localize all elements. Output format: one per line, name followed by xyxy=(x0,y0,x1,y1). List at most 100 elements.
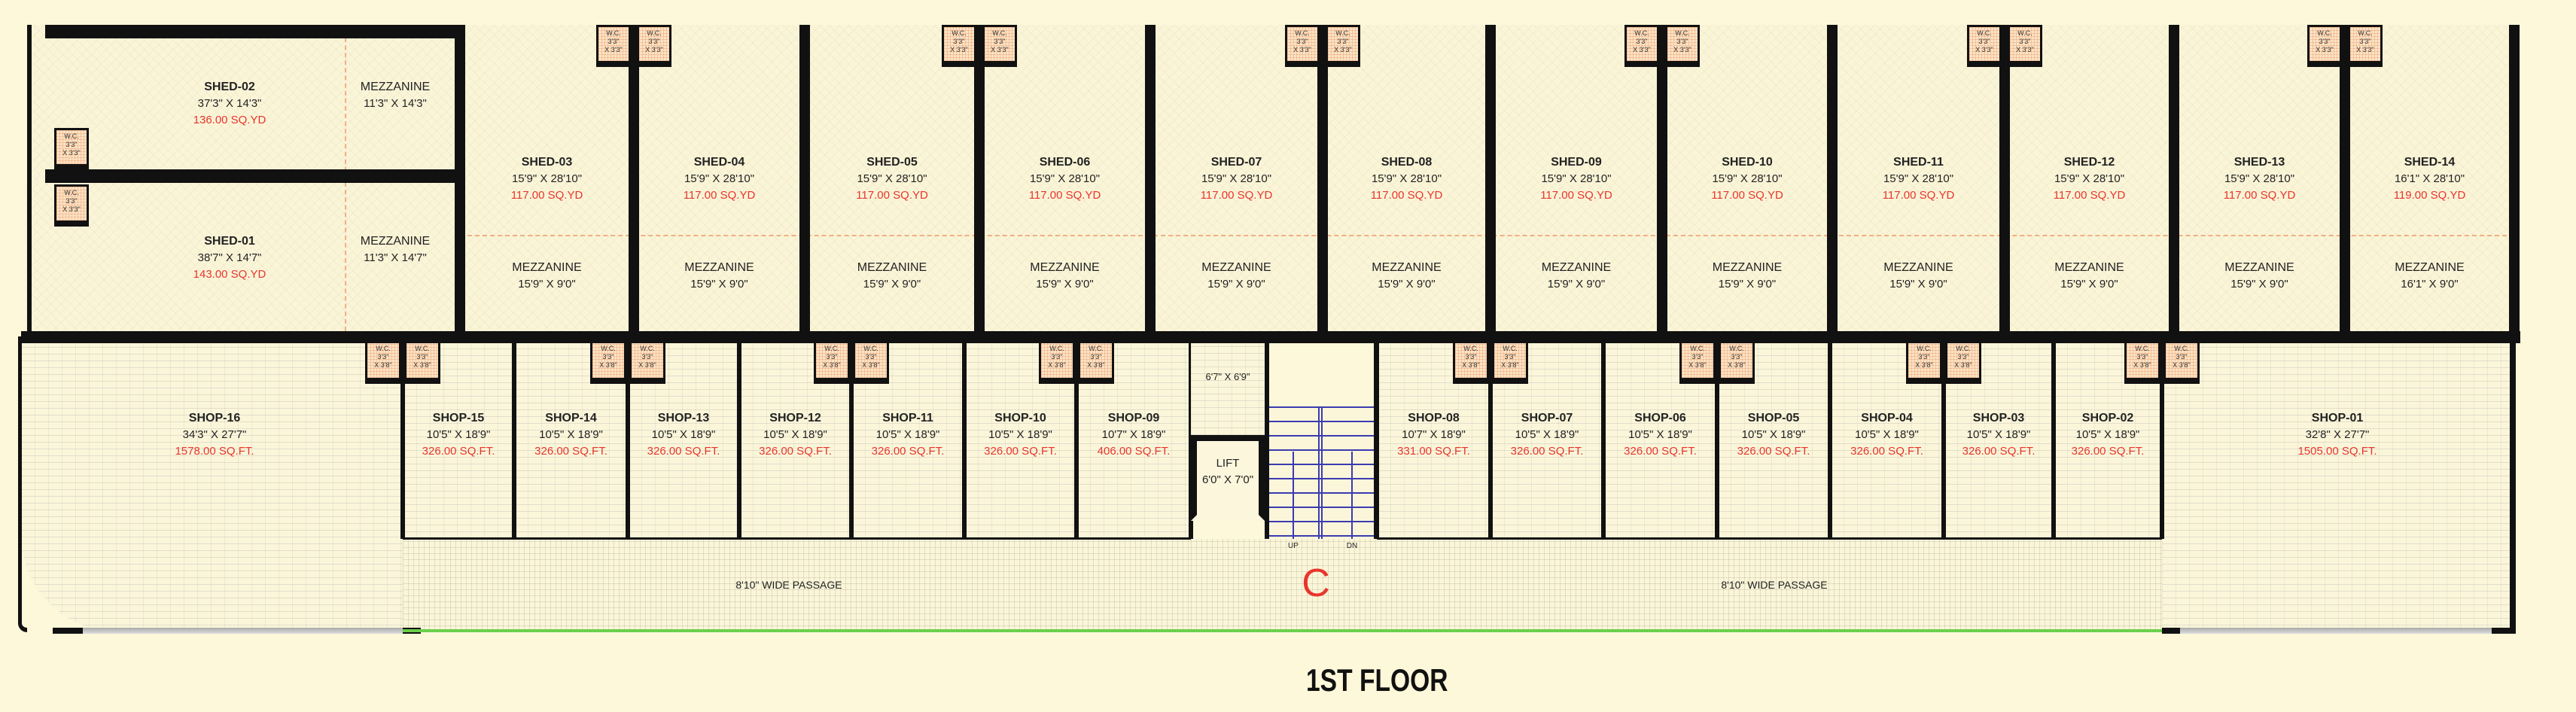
wc-w: 3'3" xyxy=(1465,353,1477,361)
shed-02[interactable] xyxy=(30,25,460,175)
shed-9[interactable] xyxy=(1490,25,1662,336)
room-area: 117.00 SQ.YD xyxy=(1882,189,1955,202)
room-dims: 15'9" X 28'10" xyxy=(857,172,927,185)
room-name: SHOP-06 xyxy=(1634,412,1686,424)
wc-label: W.C. xyxy=(606,29,621,37)
shop-01[interactable] xyxy=(2162,336,2514,632)
room-name: SHOP-07 xyxy=(1521,412,1573,424)
shop-01-entrance-post2 xyxy=(2492,628,2516,634)
wc-w: 3'3" xyxy=(1957,353,1969,361)
room-dims: 10'5" X 18'9" xyxy=(539,428,603,441)
wall-shop-12 xyxy=(1828,336,1832,539)
shop-01-entrance xyxy=(2162,628,2514,634)
wc-w: 3'3" xyxy=(648,38,660,45)
wc-w: 3'3" xyxy=(994,38,1006,45)
lift[interactable] xyxy=(1191,435,1265,521)
mezz-label: MEZZANINE xyxy=(2224,261,2294,274)
shed-8[interactable] xyxy=(1323,25,1490,336)
shed-13[interactable] xyxy=(2174,25,2345,336)
room-name: SHOP-03 xyxy=(1972,412,2025,424)
shed-5[interactable] xyxy=(805,25,979,336)
room-area: 326.00 SQ.FT. xyxy=(871,445,945,458)
wc-label: W.C. xyxy=(1634,29,1649,37)
shop-06[interactable] xyxy=(1603,336,1717,539)
wc-h: X 3'8" xyxy=(413,361,431,369)
wall-shed-2 xyxy=(799,25,810,336)
room-dims: 10'5" X 18'9" xyxy=(2075,428,2140,441)
wc-w: 3'3" xyxy=(416,353,428,361)
wc-label: W.C. xyxy=(2174,345,2189,352)
room-dims: 16'1" X 28'10" xyxy=(2394,172,2465,185)
wc-w: 3'3" xyxy=(1918,353,1930,361)
shop-10[interactable] xyxy=(964,336,1076,539)
shop-16[interactable] xyxy=(21,336,403,632)
shed-7[interactable] xyxy=(1150,25,1323,336)
mezz-dims: 15'9" X 9'0" xyxy=(690,278,748,291)
room-dims: 15'9" X 28'10" xyxy=(1883,172,1954,185)
wall-shop-11 xyxy=(1715,336,1719,539)
wc-label: W.C. xyxy=(1503,345,1518,352)
shop-03[interactable] xyxy=(1944,336,2054,539)
mezz-dims: 15'9" X 9'0" xyxy=(1207,278,1265,291)
mezz-label: MEZZANINE xyxy=(1201,261,1271,274)
room-name: SHOP-10 xyxy=(994,412,1046,424)
shed-14[interactable] xyxy=(2345,25,2514,336)
shed-3[interactable] xyxy=(460,25,634,336)
wc-bottom-12: W.C.3'3"X 3'8" xyxy=(1906,340,1942,384)
room-area: 117.00 SQ.YD xyxy=(1370,189,1443,202)
wc-w: 3'3" xyxy=(1731,353,1743,361)
wc-label: W.C. xyxy=(640,345,655,352)
wall-left-outer xyxy=(27,25,32,336)
wc-w: 3'3" xyxy=(602,353,614,361)
wc-w: 3'3" xyxy=(1337,38,1349,45)
room-dims: 38'7" X 14'7" xyxy=(197,251,262,264)
stair-tread xyxy=(1267,521,1374,522)
passage-right[interactable] xyxy=(1191,539,2162,632)
room-area: 326.00 SQ.FT. xyxy=(1624,445,1697,458)
mezz-label: MEZZANINE xyxy=(1712,261,1783,274)
shed-01[interactable] xyxy=(26,183,460,336)
passage-edge xyxy=(403,629,2162,632)
wall-shop-1 xyxy=(512,336,516,539)
shed-4[interactable] xyxy=(634,25,805,336)
room-area: 331.00 SQ.FT. xyxy=(1397,445,1470,458)
mezz-dims: 11'3" X 14'7" xyxy=(364,251,427,264)
wc-h: X 3'8" xyxy=(2173,361,2191,369)
shed-11[interactable] xyxy=(1832,25,2005,336)
staircase[interactable] xyxy=(1267,406,1374,539)
wall-shop-5 xyxy=(962,336,967,539)
room-area: 117.00 SQ.YD xyxy=(1540,189,1612,202)
stair-up-label: UP xyxy=(1288,542,1299,550)
wc-w: 3'3" xyxy=(607,38,620,45)
wc-left-2: W.C.3'3"X 3'3" xyxy=(54,184,89,227)
wc-w: 3'3" xyxy=(65,141,78,148)
shed-6[interactable] xyxy=(979,25,1150,336)
shop-04[interactable] xyxy=(1830,336,1944,539)
wall-shed-4 xyxy=(1145,25,1156,336)
mezz-dims: 16'1" X 9'0" xyxy=(2401,278,2459,291)
wc-label: W.C. xyxy=(2135,345,2150,352)
shed-10[interactable] xyxy=(1662,25,1832,336)
shed-12[interactable] xyxy=(2005,25,2174,336)
room-dims: 15'9" X 28'10" xyxy=(1712,172,1783,185)
room-name: SHED-06 xyxy=(1039,156,1091,169)
wall-shop-base-right xyxy=(1377,537,2162,540)
wc-top-8: W.C.3'3"X 3'3" xyxy=(1967,25,2002,67)
wc-top-11: W.C.3'3"X 3'3" xyxy=(2348,25,2383,67)
wc-bottom-7: W.C.3'3"X 3'8" xyxy=(1078,340,1114,384)
room-dims: 10'7" X 18'9" xyxy=(1402,428,1466,441)
wc-w: 3'3" xyxy=(1090,353,1102,361)
room-area: 326.00 SQ.FT. xyxy=(1510,445,1584,458)
wc-h: X 3'3" xyxy=(1334,46,1352,53)
passage-left[interactable] xyxy=(403,539,1191,632)
wc-label: W.C. xyxy=(647,29,662,37)
